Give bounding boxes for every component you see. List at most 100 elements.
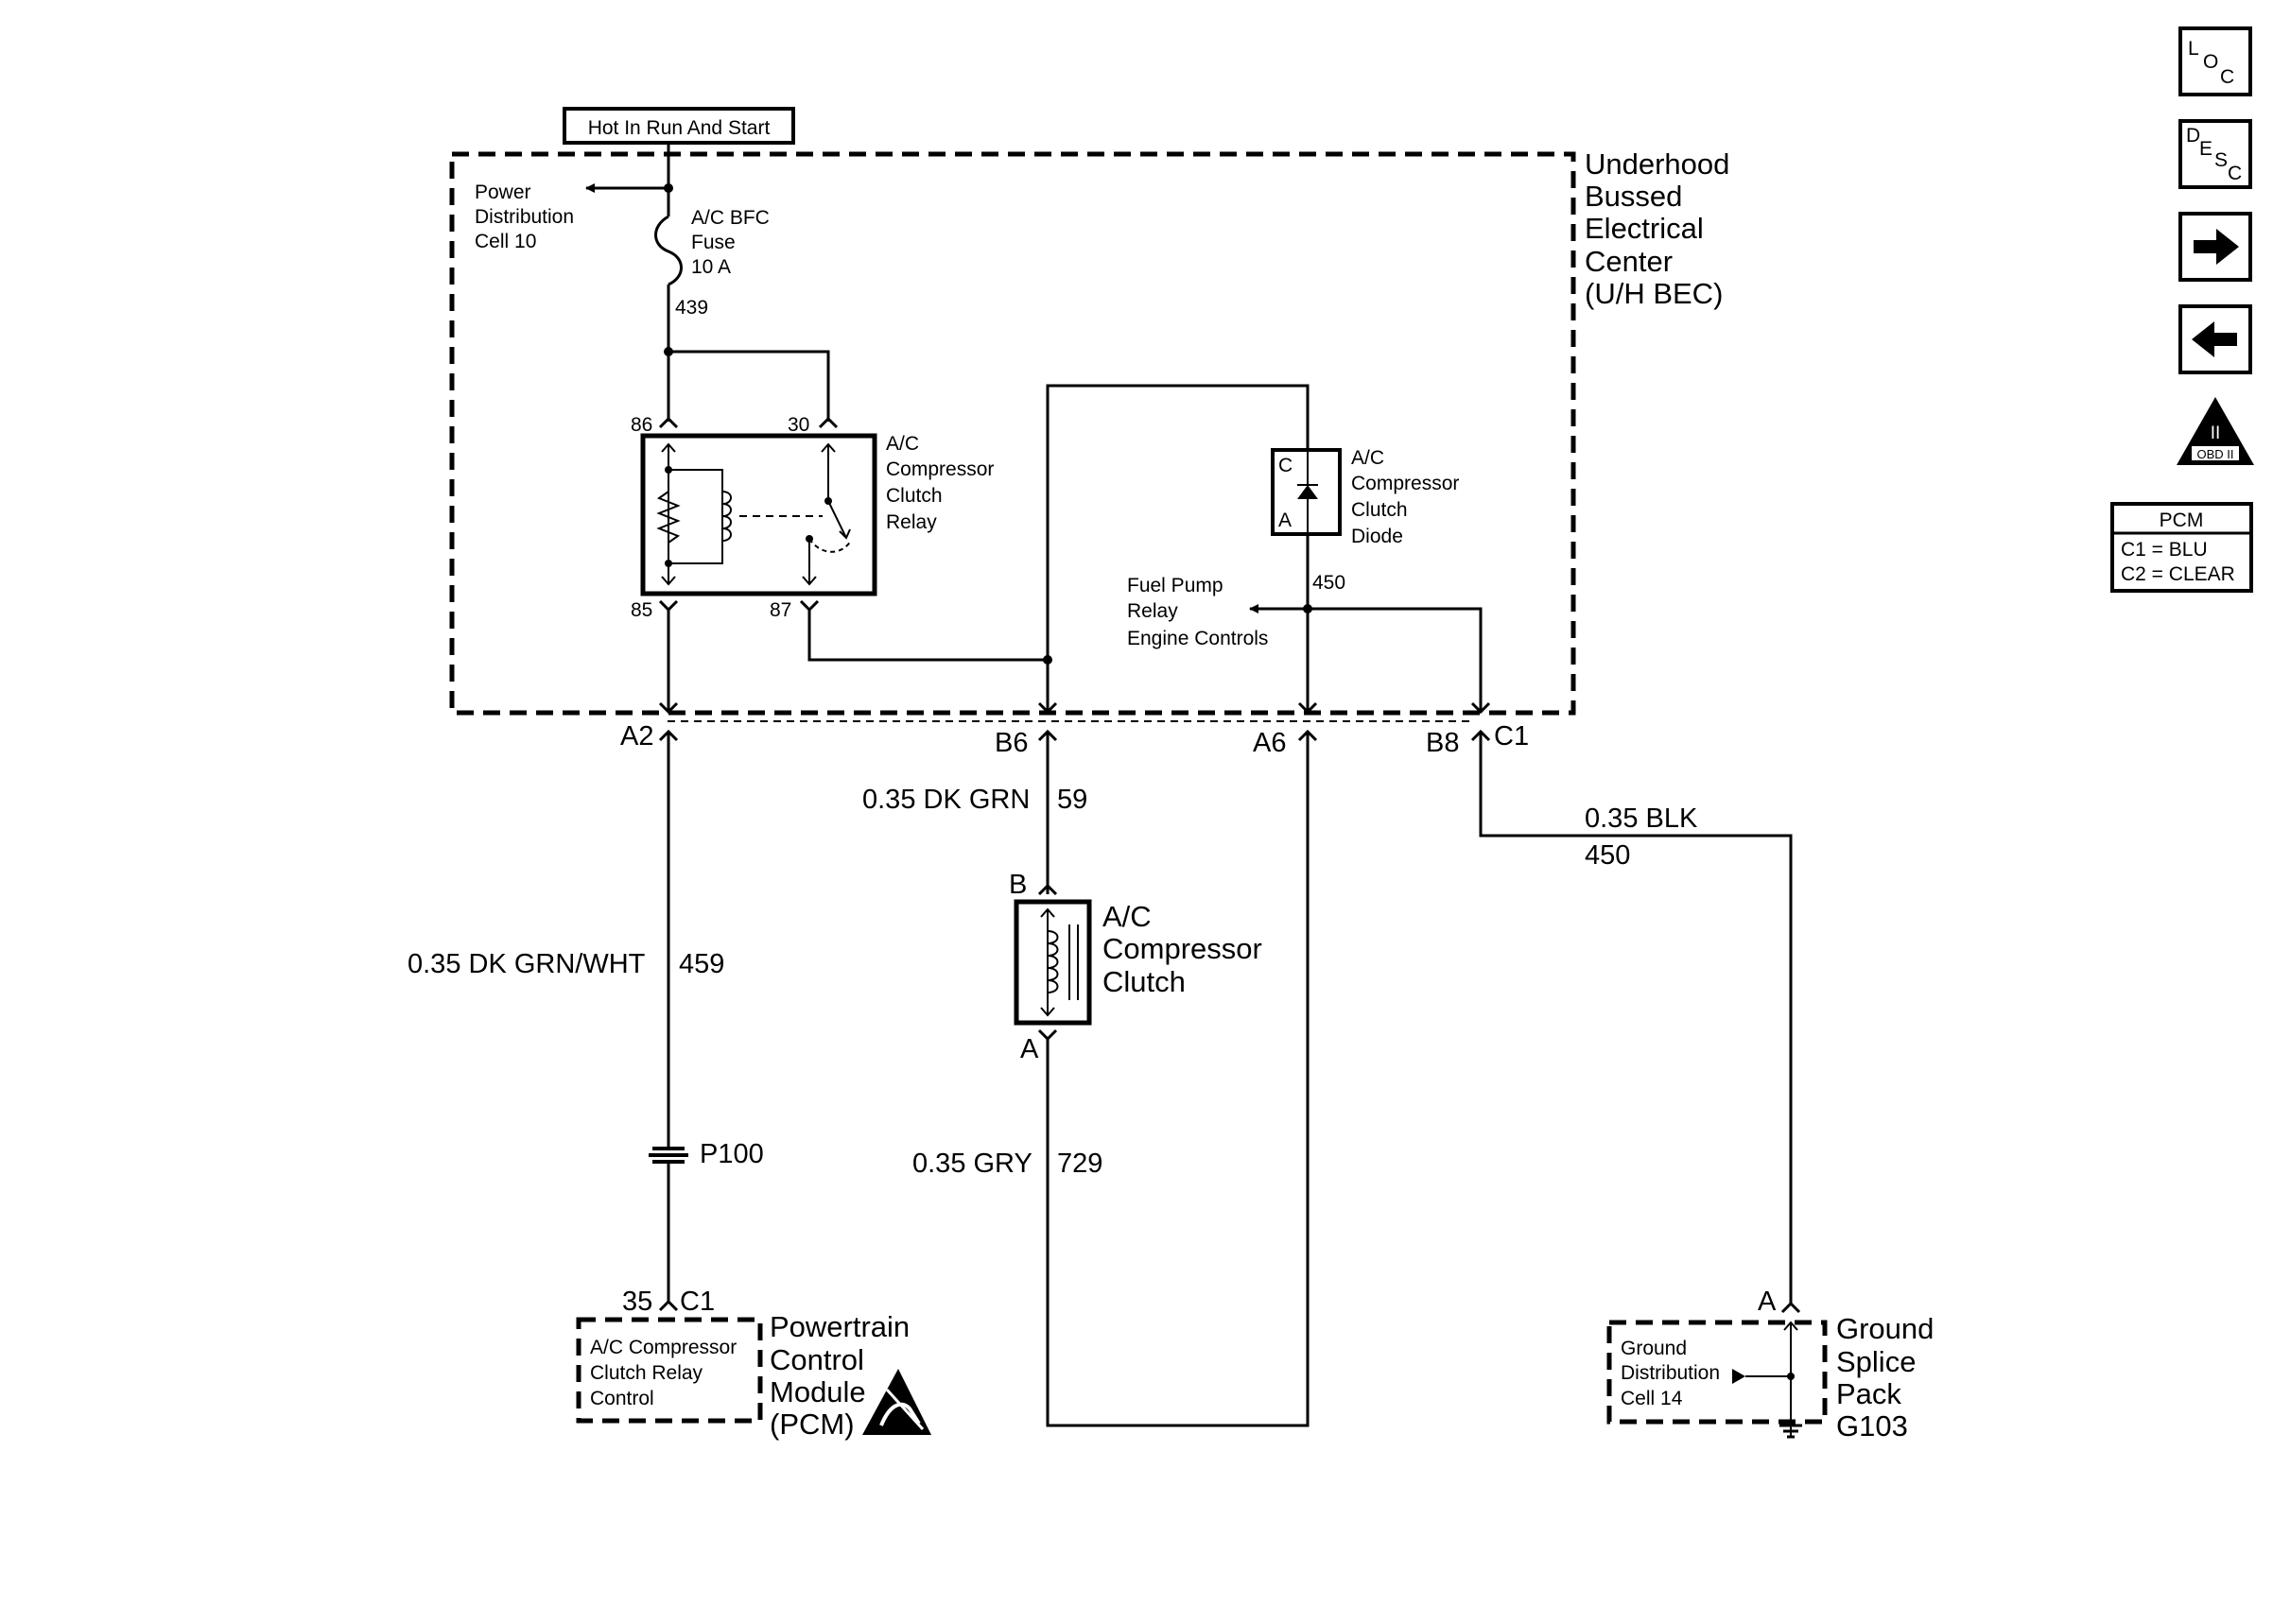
wire-450-to-b8 [1308,607,1483,711]
relay-pin-30: 30 [788,414,809,436]
clutch-pin-a: A [1020,1034,1039,1064]
connector-c1-label: C1 [1494,721,1529,752]
wire-729-color: 0.35 GRY [912,1149,1032,1179]
pcm-label-line-1: Powertrain [770,1310,910,1343]
desc-letter-e: E [2199,138,2212,160]
ground-symbol-icon [1779,1424,1802,1439]
connector-pin-a6: A6 [1253,728,1286,758]
pcm-internal-line-3: Control [590,1388,654,1409]
obd-ii-text: OBD II [2196,447,2233,461]
connector-pin-b8: B8 [1426,728,1459,758]
next-arrow-button[interactable] [2178,212,2252,282]
desc-letter-c: C [2228,163,2242,184]
diode-label-line-4: Diode [1351,526,1403,547]
relay-label-line-3: Clutch [886,485,943,507]
pcm-internal-line-2: Clutch Relay [590,1362,703,1384]
uh-bec-label-line-1: Underhood [1585,147,1729,181]
relay-icon [640,433,877,596]
loc-letter-c: C [2220,66,2234,88]
p100-splice-icon [649,1147,688,1164]
uh-bec-label-line-5: (U/H BEC) [1585,277,1723,310]
pcm-internal-box [576,1317,763,1424]
wire-b6-to-diode [1046,384,1310,711]
relay-label-line-2: Compressor [886,458,994,480]
relay-label-line-1: A/C [886,433,919,455]
ground-internal-line-1: Ground [1621,1338,1687,1359]
pcm-connector-pin: 35 [622,1287,652,1317]
loc-letter-l: L [2188,38,2199,60]
wire-729-circuit: 729 [1057,1149,1102,1179]
obd-ii-button[interactable]: II OBD II [2177,397,2254,465]
wire-450-circuit: 450 [1585,840,1630,871]
clutch-label-line-1: A/C [1102,900,1152,933]
diode-pin-c: C [1278,455,1293,476]
desc-letter-d: D [2186,125,2200,147]
fuse-icon: A/C BFC Fuse 10 A [654,207,770,286]
obd-ii-roman: II [2211,423,2221,443]
relay-pin-87: 87 [770,599,791,621]
pcm-label-line-2: Control [770,1343,864,1376]
wire-450-blk [1479,732,1793,1304]
ground-internal-box [1606,1320,1828,1425]
pcm-legend: PCM C1 = BLU C2 = CLEAR [2110,502,2253,593]
hot-in-run-start-box: Hot In Run And Start [563,107,795,145]
fuse-label-line-1: A/C BFC [691,207,770,229]
loc-button[interactable]: L O C [2178,26,2252,96]
desc-button[interactable]: D E S C [2178,119,2252,189]
uh-bec-enclosure: Underhood Bussed Electrical Center (U/H … [449,147,1729,716]
pcm-label-line-3: Module [770,1375,866,1408]
uh-bec-label-line-4: Center [1585,245,1673,278]
circuit-439-label: 439 [675,297,708,319]
wire-59-circuit: 59 [1057,785,1087,815]
pcm-label-line-4: (PCM) [770,1408,855,1441]
pin-30-terminal [818,416,839,429]
arrow-right-icon [2194,229,2239,265]
fuel-pump-line-1: Fuel Pump [1127,575,1223,596]
clutch-pin-b: B [1009,870,1027,900]
circuit-450-internal-label: 450 [1312,572,1345,594]
ground-label-line-2: Splice [1836,1345,1916,1378]
diode-label-line-3: Clutch [1351,499,1408,521]
relay-pin-86: 86 [631,414,652,436]
wire-459-circuit: 459 [679,949,724,979]
desc-letter-s: S [2214,149,2228,171]
diode-pin-a: A [1278,510,1292,531]
power-feed: Power Distribution Cell 10 [475,143,673,252]
ground-label-line-1: Ground [1836,1312,1934,1345]
arrow-left-icon [2192,321,2237,357]
diode-label-line-1: A/C [1351,447,1384,469]
power-distribution-line-3: Cell 10 [475,231,536,252]
wire-to-pin-30 [668,350,830,422]
fuel-pump-line-3: Engine Controls [1127,628,1268,649]
fuel-pump-line-2: Relay [1127,600,1178,622]
ground-internal-line-3: Cell 14 [1621,1388,1683,1409]
relay-label-line-4: Relay [886,511,937,533]
pin-85-terminal [658,599,679,613]
diode-label-line-2: Compressor [1351,473,1459,494]
wire-450-color: 0.35 BLK [1585,803,1698,834]
wire-459-color: 0.35 DK GRN/WHT [408,949,646,979]
pcm-internal-line-1: A/C Compressor [590,1337,737,1358]
pcm-legend-c1: C1 = BLU [2121,539,2208,561]
diode-icon: C A [1271,448,1342,536]
p100-label: P100 [700,1139,764,1169]
wire-59-color: 0.35 DK GRN [862,785,1030,815]
relay-pin-85: 85 [631,599,652,621]
pin-87-terminal [799,599,820,613]
loc-letter-o: O [2203,51,2218,73]
uh-bec-label-line-3: Electrical [1585,212,1704,245]
hot-in-run-start-label: Hot In Run And Start [588,117,771,139]
wire-729 [1046,732,1310,1427]
connector-pin-b6: B6 [995,728,1028,758]
ground-pin-a: A [1758,1287,1777,1317]
ground-internal-line-2: Distribution [1621,1362,1720,1384]
pcm-connector-c1: C1 [680,1287,715,1317]
clutch-label-line-3: Clutch [1102,965,1186,998]
connector-pin-a2: A2 [620,721,653,752]
prev-arrow-button[interactable] [2178,304,2252,374]
power-distribution-line-2: Distribution [475,206,574,228]
fuse-label-line-2: Fuse [691,232,736,253]
wire-pin-87-to-b6 [807,610,1048,662]
uh-bec-label-line-2: Bussed [1585,180,1682,213]
